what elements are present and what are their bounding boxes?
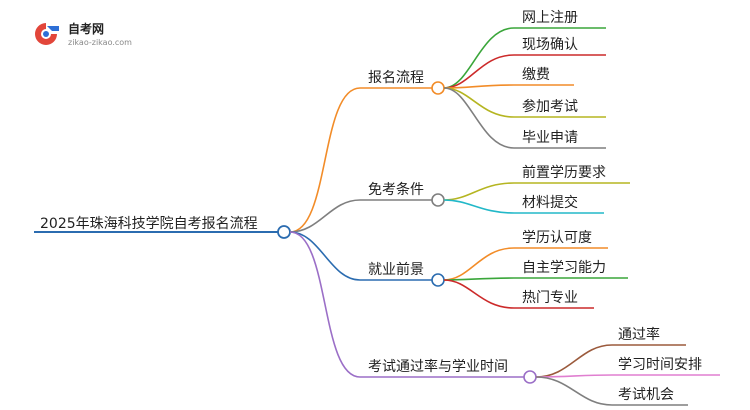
leaf-graduation-apply[interactable]: 毕业申请 (514, 130, 606, 149)
leaf-label: 现场确认 (522, 37, 578, 53)
leaf-degree-recognition[interactable]: 学历认可度 (514, 230, 608, 249)
connector-root-exam (289, 231, 361, 378)
connector-enroll-4 (443, 87, 515, 118)
logo-url: zikao-zikao.com (68, 38, 132, 47)
leaf-label: 通过率 (618, 326, 660, 343)
leaf-register-online[interactable]: 网上注册 (514, 10, 606, 29)
root-node[interactable]: 2025年珠海科技学院自考报名流程 (34, 216, 291, 239)
branch-exam[interactable]: 考试通过率与学业时间 (360, 358, 537, 384)
leaf-prior-education[interactable]: 前置学历要求 (514, 164, 630, 184)
leaf-study-schedule[interactable]: 学习时间安排 (612, 357, 720, 376)
branch-enroll-label: 报名流程 (368, 70, 424, 86)
branch-exam-label: 考试通过率与学业时间 (368, 358, 508, 375)
connector-enroll-1 (443, 27, 515, 89)
root-node-circle[interactable] (277, 225, 291, 239)
connector-career-1 (443, 247, 515, 281)
leaf-pass-rate[interactable]: 通过率 (612, 326, 686, 346)
leaf-label: 考试机会 (618, 387, 674, 403)
site-logo[interactable]: 自考网 zikao-zikao.com (30, 18, 150, 52)
branch-enroll[interactable]: 报名流程 (360, 70, 445, 95)
leaf-label: 前置学历要求 (522, 164, 606, 181)
leaf-submit-materials[interactable]: 材料提交 (514, 194, 604, 214)
connector-root-exempt (289, 199, 361, 233)
leaf-label: 网上注册 (522, 10, 578, 26)
connector-root-career (289, 231, 361, 281)
leaf-payment[interactable]: 缴费 (514, 67, 574, 86)
branch-enroll-node[interactable] (431, 81, 445, 95)
leaf-label: 学习时间安排 (618, 357, 702, 373)
leaf-label: 热门专业 (522, 290, 578, 306)
leaf-label: 学历认可度 (522, 230, 592, 246)
branch-career-label: 就业前景 (368, 261, 424, 278)
leaf-self-learning[interactable]: 自主学习能力 (514, 260, 628, 279)
connector-exam-3 (535, 376, 613, 406)
connector-root-enroll (289, 87, 361, 233)
connector-enroll-5 (443, 87, 515, 149)
root-label: 2025年珠海科技学院自考报名流程 (40, 216, 258, 232)
leaf-popular-majors[interactable]: 热门专业 (514, 290, 594, 309)
branch-exempt[interactable]: 免考条件 (360, 181, 445, 207)
connector-career-3 (443, 279, 515, 309)
connector-enroll-2 (443, 54, 515, 89)
logo-title: 自考网 (68, 22, 105, 36)
leaf-take-exam[interactable]: 参加考试 (514, 98, 606, 118)
leaf-label: 参加考试 (522, 98, 578, 115)
leaf-onsite-confirm[interactable]: 现场确认 (514, 37, 606, 56)
leaf-label: 毕业申请 (522, 130, 578, 146)
leaf-label: 自主学习能力 (522, 260, 606, 276)
connector-exam-1 (535, 344, 613, 378)
branch-exempt-label: 免考条件 (368, 181, 424, 198)
leaf-exam-opportunity[interactable]: 考试机会 (612, 387, 688, 406)
leaf-label: 材料提交 (522, 194, 578, 211)
leaf-label: 缴费 (522, 67, 550, 83)
branch-exempt-node[interactable] (431, 193, 445, 207)
logo-mark-icon (35, 23, 59, 45)
connector-exempt-2 (443, 199, 515, 214)
connector-exempt-1 (443, 182, 515, 201)
branch-career[interactable]: 就业前景 (360, 261, 445, 287)
branch-exam-node[interactable] (523, 370, 537, 384)
branch-career-node[interactable] (431, 273, 445, 287)
